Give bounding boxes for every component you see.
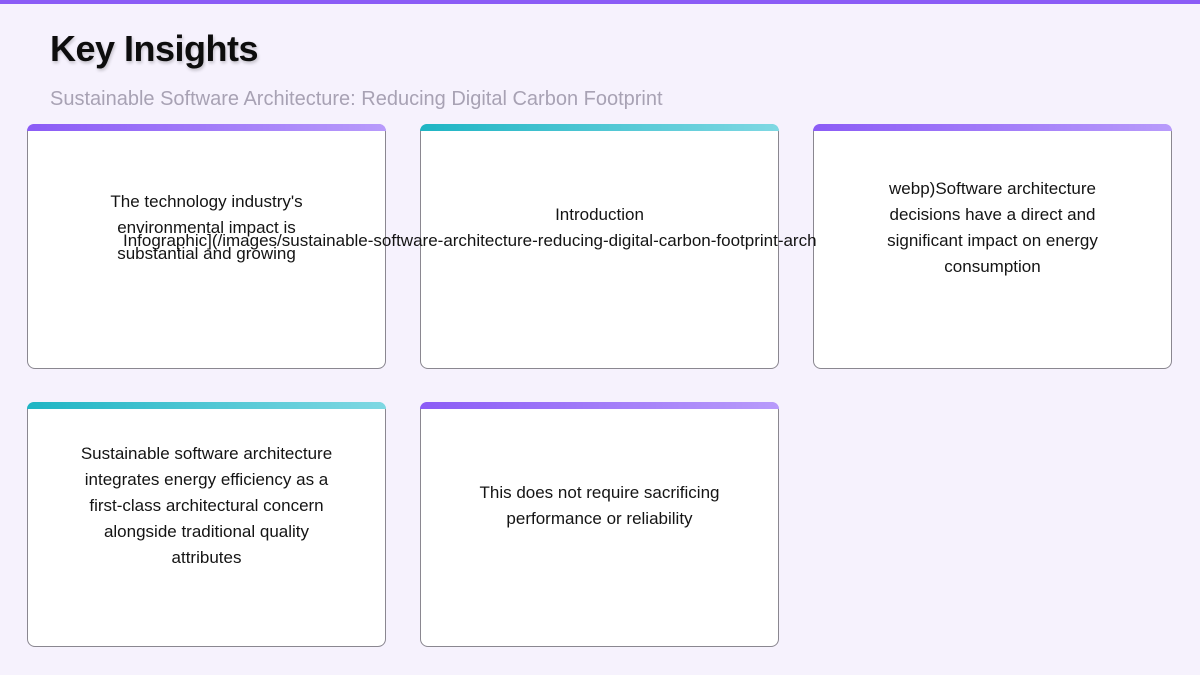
insight-card-1: The technology industry's environmental … — [27, 124, 386, 369]
card-text: webp)Software architecture decisions hav… — [887, 179, 1098, 276]
insight-card-4: Sustainable software architecture integr… — [27, 402, 386, 647]
overflow-image-text: Infographic](/images/sustainable-softwar… — [123, 231, 817, 250]
card-accent-bar — [420, 402, 779, 409]
card-accent-bar — [813, 124, 1172, 131]
page-title: Key Insights — [50, 28, 259, 69]
card-accent-bar — [27, 124, 386, 131]
card-text: Introduction — [555, 205, 644, 224]
page-subtitle: Sustainable Software Architecture: Reduc… — [50, 88, 663, 110]
insight-card-5: This does not require sacrificing perfor… — [420, 402, 779, 647]
card-accent-bar — [420, 124, 779, 131]
insight-card-2: Introduction — [420, 124, 779, 369]
card-text: The technology industry's environmental … — [110, 192, 303, 263]
card-accent-bar — [27, 402, 386, 409]
top-accent-bar — [0, 0, 1200, 4]
card-text: Sustainable software architecture integr… — [80, 444, 333, 567]
card-text: This does not require sacrificing perfor… — [479, 483, 720, 528]
insight-card-3: webp)Software architecture decisions hav… — [813, 124, 1172, 369]
